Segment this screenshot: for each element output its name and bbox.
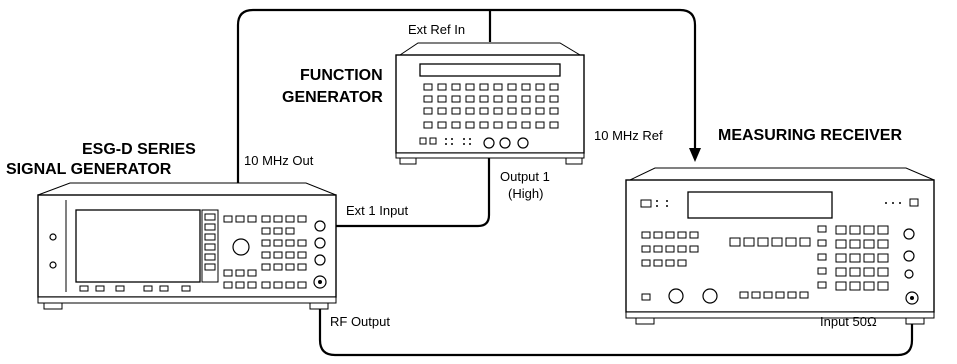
measuring-receiver [625,167,935,325]
esg-rotary-knob [232,238,250,256]
function-generator-title-line1: FUNCTION [300,67,383,84]
cable-output1-to-ext1 [322,148,491,228]
cables [236,8,914,357]
esg-keypad [223,215,307,289]
function-generator-ref-in-label: Ext Ref In [408,22,465,37]
receiver-title: MEASURING RECEIVER [718,127,902,144]
function-generator-display [419,63,561,77]
esg-signal-generator [37,182,337,310]
arrowhead-10mhz-ref [689,148,701,162]
function-generator-keys [419,83,559,149]
function-generator-title-line2: GENERATOR [282,89,383,106]
function-generator [395,42,585,165]
cable-10mhz-reference [236,8,697,190]
esg-softkeys [204,213,216,271]
function-generator-output1-connector [483,137,495,149]
cable-rf-output-to-input [318,282,914,357]
esg-title-line2: SIGNAL GENERATOR [6,161,172,178]
function-generator-output-label-line2: (High) [508,186,543,201]
esg-title-line1: ESG-D SERIES [82,141,196,158]
receiver-ref-in-label: 10 MHz Ref [594,128,663,143]
esg-lower-keys [79,285,191,292]
function-generator-output-label-line1: Output 1 [500,169,550,184]
receiver-keys [641,225,889,301]
esg-rf-output-label: RF Output [330,314,390,329]
receiver-display [687,191,833,219]
esg-connectors [313,220,327,289]
esg-display-screen [75,209,201,283]
esg-ext-input-label: Ext 1 Input [346,203,409,218]
receiver-input-label: Input 50Ω [820,314,877,329]
esg-ref-out-label: 10 MHz Out [244,153,314,168]
